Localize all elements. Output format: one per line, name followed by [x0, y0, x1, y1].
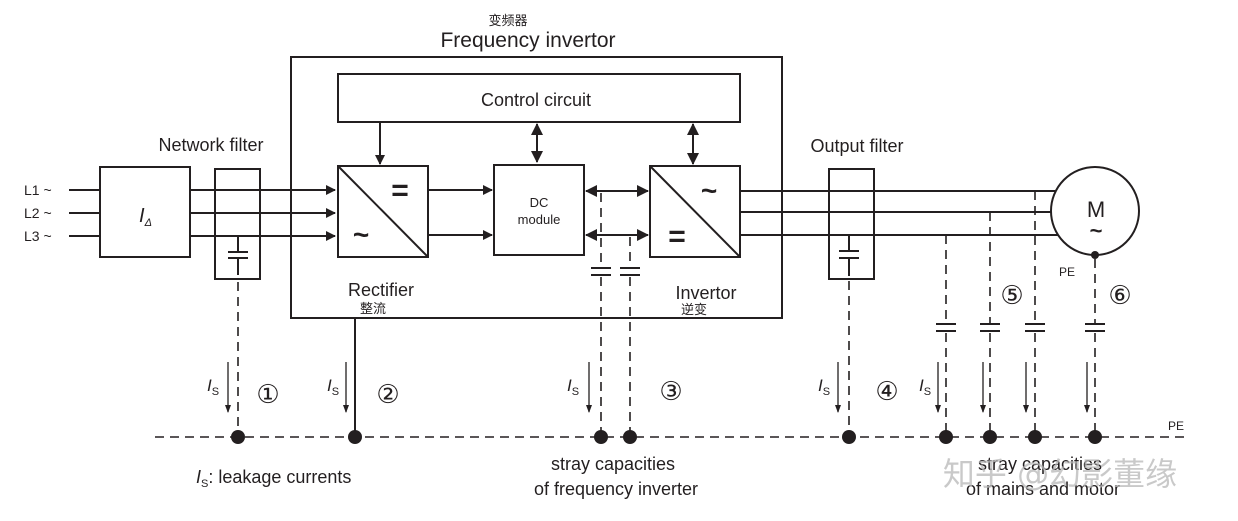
pe-bus-label: PE: [1168, 419, 1184, 433]
leakage-arrows: [225, 362, 1090, 413]
network-filter-box: [99, 166, 191, 258]
invertor-dc-symbol: =: [668, 220, 686, 253]
invertor-label: Invertor: [675, 283, 736, 303]
network-filter-label: Network filter: [158, 135, 263, 155]
leakage-label-4: IS: [818, 376, 830, 398]
rectifier-ac-symbol: ~: [353, 219, 369, 250]
stray-fi-line2: of frequency inverter: [534, 479, 698, 499]
leakage-label-1: IS: [207, 376, 219, 398]
frequency-invertor-box: [290, 56, 783, 319]
marker-3: ③: [659, 377, 682, 407]
leakage-label-2: IS: [327, 376, 339, 398]
stray-mm-line2: of mains and motor: [966, 479, 1120, 499]
rectifier-label: Rectifier: [348, 280, 414, 300]
motor-pe-label: PE: [1059, 265, 1075, 279]
phase-inputs: L1 ~ L2 ~ L3 ~: [24, 182, 100, 244]
output-filter-label: Output filter: [810, 136, 903, 156]
invertor-label-cn: 逆变: [681, 302, 707, 318]
dc-module-line2: module: [518, 212, 561, 227]
marker-6: ⑥: [1108, 281, 1131, 311]
motor-label: M: [1087, 197, 1105, 222]
stray-fi-line1: stray capacities: [551, 454, 675, 474]
diagram-title: Frequency invertor: [440, 29, 615, 52]
control-circuit-box: [337, 73, 741, 123]
watermark: 知乎 @幻影董缘: [943, 455, 1177, 493]
leakage-label-5: IS: [919, 376, 931, 398]
invertor-ac-symbol: ~: [701, 175, 717, 206]
legend-leakage: IS: leakage currents: [196, 467, 351, 490]
marker-1: ①: [256, 380, 279, 410]
dc-module-line1: DC: [530, 195, 549, 210]
control-circuit-label: Control circuit: [481, 90, 591, 110]
rectifier-label-cn: 整流: [360, 302, 386, 317]
leakage-label-3: IS: [567, 376, 579, 398]
marker-4: ④: [875, 377, 898, 407]
phase-label-l1: L1 ~: [24, 182, 52, 198]
network-filter-capacitor-box: [214, 168, 261, 280]
title-cn: 变频器: [488, 13, 527, 29]
stray-mm-line1: stray capacities: [978, 454, 1102, 474]
phase-label-l3: L3 ~: [24, 228, 52, 244]
marker-5: ⑤: [1000, 281, 1023, 311]
phase-label-l2: L2 ~: [24, 205, 52, 221]
network-filter-symbol: IΔ: [139, 205, 152, 229]
output-filter-box: [828, 168, 875, 280]
pe-junctions: [231, 430, 1102, 444]
rectifier-dc-symbol: =: [391, 174, 409, 207]
motor-ac-symbol: ~: [1090, 218, 1103, 243]
marker-2: ②: [376, 380, 399, 410]
dc-module-box: [493, 164, 585, 256]
